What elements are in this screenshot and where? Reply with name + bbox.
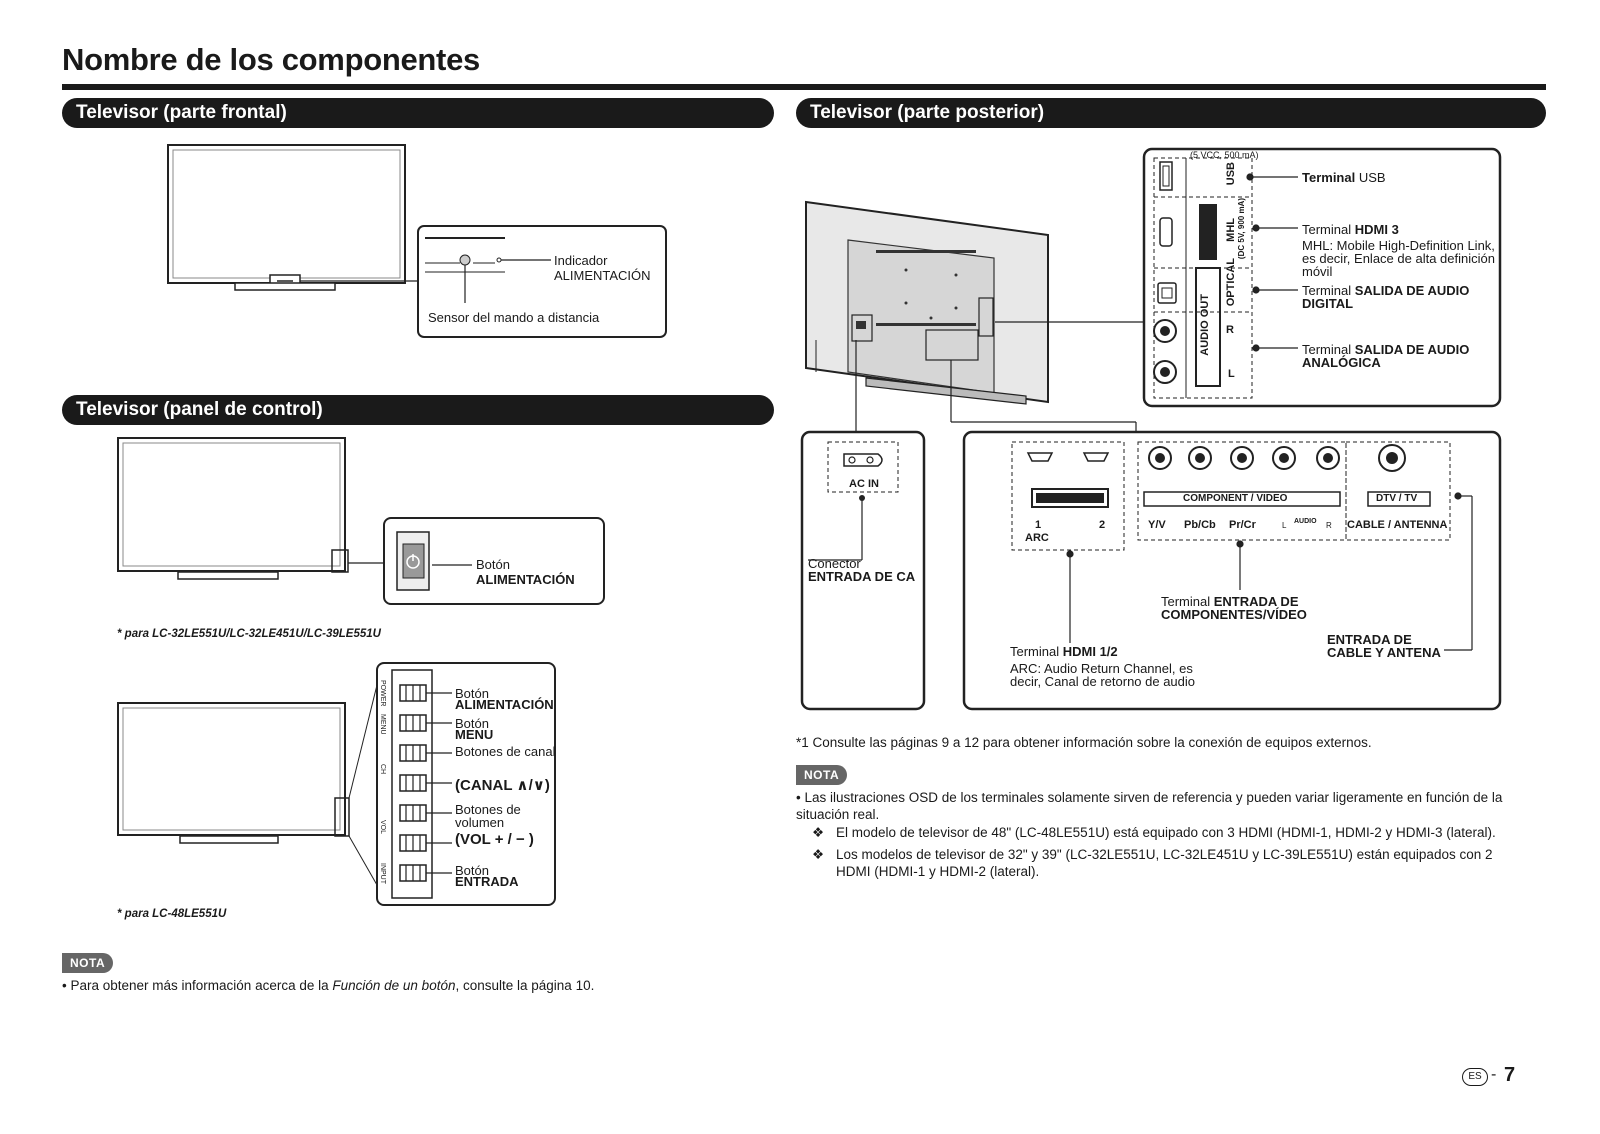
digital-audio-label: Terminal SALIDA DE AUDIO DIGITAL	[1302, 283, 1470, 311]
comp-label-y: Y/V	[1148, 519, 1166, 531]
btn-channel-label: Botones de canal	[455, 744, 556, 759]
section-front-bar: Televisor (parte frontal)	[62, 98, 774, 128]
btn-volume-label-1: Botones de	[455, 802, 521, 817]
indicator-label-1: Indicador	[554, 253, 608, 268]
cable-antenna-label: CABLE / ANTENNA	[1347, 519, 1448, 531]
cable-in-label-2: CABLE Y ANTENA	[1327, 645, 1441, 660]
side-label-audio-out: AUDIO OUT	[1199, 294, 1211, 356]
btn-menu-label-2: MENU	[455, 727, 494, 742]
comp-label-l: L	[1282, 521, 1287, 530]
comp-label-audio: AUDIO	[1294, 518, 1317, 525]
back-tv-illustration	[800, 147, 1502, 711]
usb-spec: (5 VCC, 500 mA)	[1190, 150, 1259, 160]
btn-volume-label-2: volumen	[455, 815, 505, 830]
power-button-label-1: Botón	[476, 557, 510, 572]
comp-label-r: R	[1326, 521, 1332, 530]
note-left-text: • Para obtener más información acerca de…	[62, 978, 595, 993]
hdmi3-terminal-label: Terminal HDMI 3	[1302, 222, 1399, 237]
btn-input-label-1: Botón	[455, 863, 489, 878]
analog-audio-label: Terminal SALIDA DE AUDIO ANALÓGICA	[1302, 342, 1470, 370]
hdmi3-mhl-desc: MHL: Mobile High-Definition Link, es dec…	[1302, 238, 1495, 279]
note-right-bullet: • Las ilustraciones OSD de los terminale…	[796, 790, 1503, 822]
control-tv-illustration-1	[117, 437, 605, 605]
side-label-optical: OPTICAL	[1225, 258, 1237, 307]
ac-connector-label-1: Conector	[808, 556, 861, 571]
front-tv-illustration	[167, 144, 667, 338]
component-video-label: COMPONENT / VIDEO	[1183, 493, 1288, 504]
comp-label-pb: Pb/Cb	[1184, 519, 1216, 531]
dtv-tv-label: DTV / TV	[1376, 493, 1418, 504]
btn-input-label-2: ENTRADA	[455, 874, 519, 889]
control-tv-illustration-2	[117, 662, 556, 906]
comp-label-pr: Pr/Cr	[1229, 519, 1256, 531]
arc-label: ARC	[1025, 532, 1049, 544]
hdmi-num-2: 2	[1099, 519, 1106, 531]
note-item-1: El modelo de televisor de 48" (LC-48LE55…	[836, 825, 1496, 840]
side-label-l: L	[1228, 368, 1235, 380]
btn-channel-symbol: (CANAL ∧/∨)	[455, 777, 550, 794]
note-item-mark-2: ❖	[812, 847, 825, 862]
remote-sensor-label: Sensor del mando a distancia	[428, 310, 600, 325]
hdmi-num-1: 1	[1035, 519, 1042, 531]
hdmi12-terminal-label: Terminal HDMI 1/2	[1010, 644, 1118, 659]
comp-terminal-label-2: COMPONENTES/VÍDEO	[1161, 607, 1307, 622]
page-dash: -	[1491, 1066, 1497, 1083]
note-badge-left: NOTA	[62, 953, 114, 973]
side-label-mhl: MHL	[1225, 218, 1237, 242]
note-item-mark-1: ❖	[812, 825, 825, 840]
mhl-spec: (DC 5V, 900 mA)	[1237, 198, 1246, 260]
btn-menu-label-1: Botón	[455, 716, 489, 731]
page-number: 7	[1504, 1064, 1516, 1086]
panel-label-menu: MENU	[379, 714, 386, 735]
section-control-bar: Televisor (panel de control)	[62, 395, 774, 425]
note-item-2: Los modelos de televisor de 32" y 39" (L…	[836, 847, 1493, 879]
cable-in-label-1: ENTRADA DE	[1327, 632, 1412, 647]
page-title: Nombre de los componentes	[62, 42, 480, 77]
title-rule	[62, 84, 1546, 90]
ac-connector-label-2: ENTRADA DE CA	[808, 569, 916, 584]
btn-power-label-1: Botón	[455, 686, 489, 701]
comp-terminal-label-1: Terminal ENTRADA DE	[1161, 594, 1299, 609]
power-button-label-2: ALIMENTACIÓN	[476, 572, 575, 587]
panel-label-ch: CH	[379, 764, 386, 775]
btn-power-label-2: ALIMENTACIÓN	[455, 697, 554, 712]
model-note-2: * para LC-48LE551U	[117, 908, 227, 920]
usb-terminal-label: Terminal USB	[1302, 170, 1386, 185]
panel-label-vol: VOL	[379, 820, 386, 835]
panel-label-input: INPUT	[379, 863, 386, 884]
btn-volume-symbol: (VOL + / − )	[455, 831, 534, 848]
section-back-bar: Televisor (parte posterior)	[796, 98, 1546, 128]
footnote: *1 Consulte las páginas 9 a 12 para obte…	[796, 735, 1372, 750]
side-label-r: R	[1226, 324, 1234, 336]
panel-label-power: POWER	[379, 680, 386, 707]
note-badge-right: NOTA	[796, 765, 848, 785]
indicator-label-2: ALIMENTACIÓN	[554, 268, 651, 283]
lang-badge: ES	[1462, 1068, 1488, 1086]
ac-in-label: AC IN	[849, 478, 879, 490]
hdmi12-arc-desc: ARC: Audio Return Channel, es decir, Can…	[1010, 661, 1196, 689]
model-note-1: * para LC-32LE551U/LC-32LE451U/LC-39LE55…	[117, 628, 381, 640]
side-label-usb: USB	[1225, 162, 1237, 186]
